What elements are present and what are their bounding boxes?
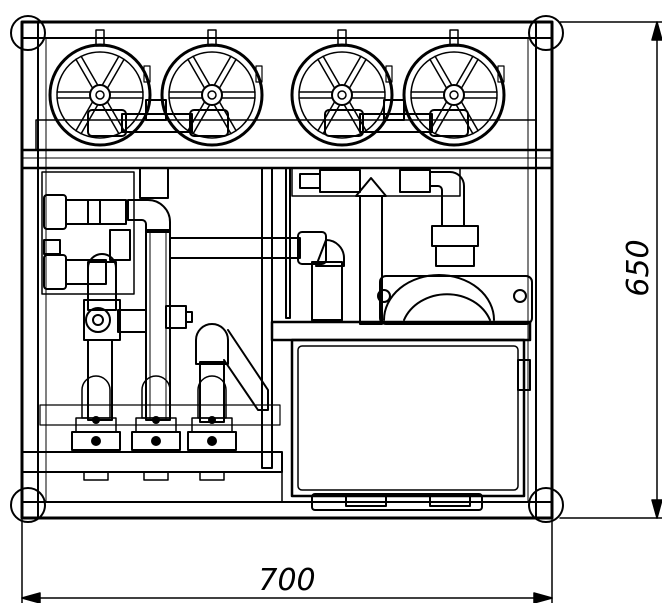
valve-knob bbox=[85, 307, 111, 333]
bottom-fittings bbox=[71, 375, 237, 481]
vertical-pipes bbox=[83, 167, 345, 423]
frame bbox=[10, 15, 564, 523]
bottom-fitting-1 bbox=[71, 375, 121, 481]
corner-wheel-top-left bbox=[10, 15, 46, 51]
right-vertical-pipe bbox=[261, 167, 479, 469]
dimension-width bbox=[21, 519, 553, 603]
width-dimension-label: 700 bbox=[258, 563, 315, 598]
height-dimension-label: 650 bbox=[621, 239, 656, 296]
valve-wheel-1 bbox=[48, 29, 152, 147]
bottom-fitting-3 bbox=[187, 375, 237, 481]
top-pipes bbox=[87, 99, 469, 137]
left-manifold bbox=[41, 171, 135, 295]
corner-wheel-bottom-right bbox=[528, 487, 564, 523]
valve-wheel-4 bbox=[402, 29, 506, 147]
valve-wheel-2 bbox=[160, 29, 264, 147]
bottom-fitting-2 bbox=[131, 375, 181, 481]
pump-motor bbox=[377, 274, 533, 325]
valve-wheel-3 bbox=[290, 29, 394, 147]
valve-wheels bbox=[48, 29, 506, 147]
corner-wheel-top-right bbox=[528, 15, 564, 51]
dimension-height bbox=[559, 21, 662, 519]
corner-wheel-bottom-left bbox=[10, 487, 46, 523]
tank-box bbox=[270, 320, 532, 511]
